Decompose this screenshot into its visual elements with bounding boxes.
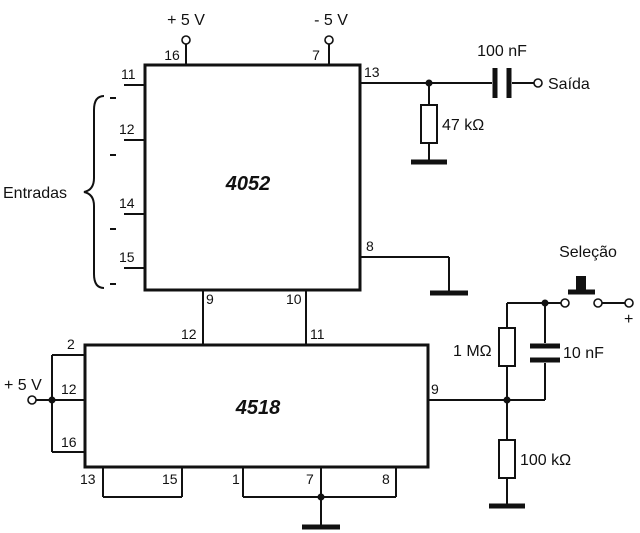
pushbutton-icon [576, 276, 586, 292]
u1-pin12-label: 12 [119, 121, 135, 137]
u2-pin15-label: 15 [162, 471, 178, 487]
cap-100nf-label: 100 nF [477, 43, 527, 60]
u2-pin16-label: 16 [61, 434, 77, 450]
u2-pin13-label: 13 [80, 471, 96, 487]
u1-pin13-label: 13 [364, 64, 380, 80]
resistor-1m [498, 327, 516, 367]
switch-contact [560, 298, 570, 308]
vplus-left-label: + 5 V [4, 377, 42, 394]
u1-pin16-label: 16 [164, 47, 180, 63]
u1-pin9-label: 9 [206, 291, 214, 307]
u1-pin10-label: 10 [286, 291, 302, 307]
resistor-100k [498, 439, 516, 479]
u2-pin11-label: 11 [310, 326, 325, 342]
chip-4518-body [83, 343, 430, 469]
u1-pin15-label: 15 [119, 249, 135, 265]
output-label: Saída [548, 76, 590, 93]
vminus-top-terminal [324, 35, 334, 45]
chip-4052-body [143, 63, 362, 292]
u1-pin11-label: 11 [121, 66, 136, 82]
output-terminal [533, 78, 543, 88]
chip-4052-label: 4052 [225, 173, 271, 195]
chip-4518-label: 4518 [235, 397, 281, 419]
u1-pin7-label: 7 [312, 47, 320, 63]
u2-pin1-label: 1 [232, 471, 240, 487]
inputs-brace [83, 95, 105, 289]
u2-pin8-label: 8 [382, 471, 390, 487]
switch-contact [593, 298, 603, 308]
res-1m-label: 1 MΩ [453, 343, 492, 360]
res-47k-label: 47 kΩ [442, 117, 484, 134]
vminus-top-label: - 5 V [314, 12, 348, 29]
vplus-left-terminal [27, 395, 37, 405]
u1-pin14-label: 14 [119, 195, 135, 211]
resistor-47k [420, 104, 438, 144]
u1-pin8-label: 8 [366, 238, 374, 254]
vplus-top-terminal [181, 35, 191, 45]
res-100k-label: 100 kΩ [520, 452, 571, 469]
u2-pin2-label: 2 [67, 336, 75, 352]
junction-dot [317, 493, 325, 501]
vplus-top-label: + 5 V [167, 12, 205, 29]
plus-label: + [624, 311, 633, 328]
cap-10nf-label: 10 nF [563, 345, 604, 362]
u2-pin12-label: 12 [181, 326, 197, 342]
u2-pin9-label: 9 [431, 381, 439, 397]
u2-pin7-label: 7 [306, 471, 314, 487]
inputs-label: Entradas [3, 185, 67, 202]
u2-pin12-left-label: 12 [61, 381, 77, 397]
switch-label: Seleção [559, 244, 617, 261]
plus-terminal [624, 298, 634, 308]
